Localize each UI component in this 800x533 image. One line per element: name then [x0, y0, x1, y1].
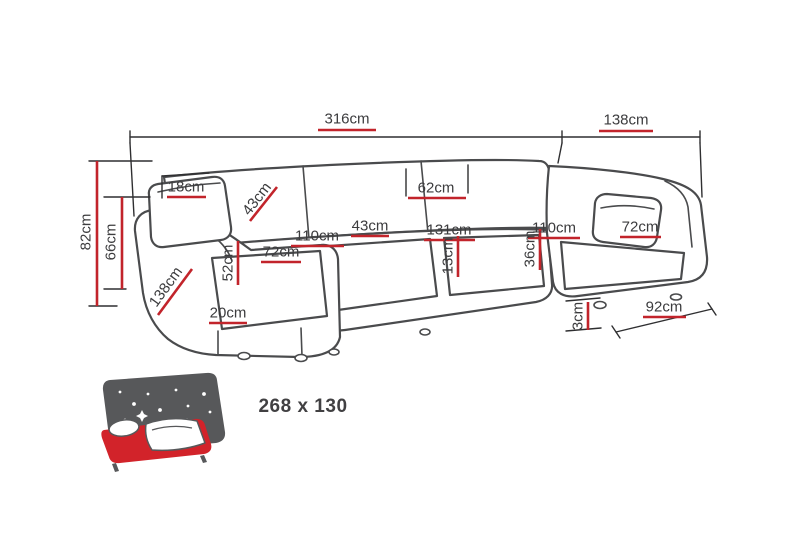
sofa-foot: [294, 353, 308, 363]
sofa-foot: [237, 351, 251, 361]
dim-label-82: 82cm: [77, 213, 95, 251]
dim-label-36: 36cm: [521, 230, 539, 268]
sofa-bed-icon: [101, 372, 226, 472]
bed-leg: [200, 455, 207, 463]
dim-label-20: 20cm: [209, 304, 247, 322]
bed-leg: [112, 463, 119, 472]
dim-label-66: 66cm: [102, 223, 120, 261]
bed-blanket: [144, 417, 206, 452]
dim-label-110-left: 110cm: [295, 227, 339, 245]
sofa-foot: [419, 328, 431, 336]
red-dimension-marks: [95, 128, 686, 330]
sofa-foot: [328, 348, 340, 356]
dim-label-18: 18cm: [167, 178, 205, 196]
sofa-drawing: [133, 158, 709, 363]
sofa-foot: [669, 293, 683, 301]
dim-label-138-right: 138cm: [603, 111, 649, 129]
sofa-foot: [593, 300, 607, 310]
dim-label-62: 62cm: [417, 179, 455, 197]
dim-label-52: 52cm: [219, 244, 237, 282]
bed-pillow: [108, 419, 140, 437]
dim-label-3: 3cm: [569, 301, 587, 331]
dim-label-13: 13cm: [439, 237, 457, 275]
dim-label-131: 131cm: [426, 221, 472, 239]
dim-label-316: 316cm: [324, 110, 370, 128]
dim-label-110-right: 110cm: [532, 219, 576, 237]
sleeping-area-size-label: 268 x 130: [258, 396, 348, 417]
dim-label-92: 92cm: [645, 298, 683, 316]
dim-label-72-right: 72cm: [621, 218, 659, 236]
sofa-left-pillow: [147, 175, 233, 249]
dimension-lines: [88, 130, 717, 339]
dim-label-72-left: 72cm: [262, 243, 300, 261]
bed-blanket-fold: [151, 425, 193, 431]
dim-label-43-mid: 43cm: [351, 217, 389, 235]
